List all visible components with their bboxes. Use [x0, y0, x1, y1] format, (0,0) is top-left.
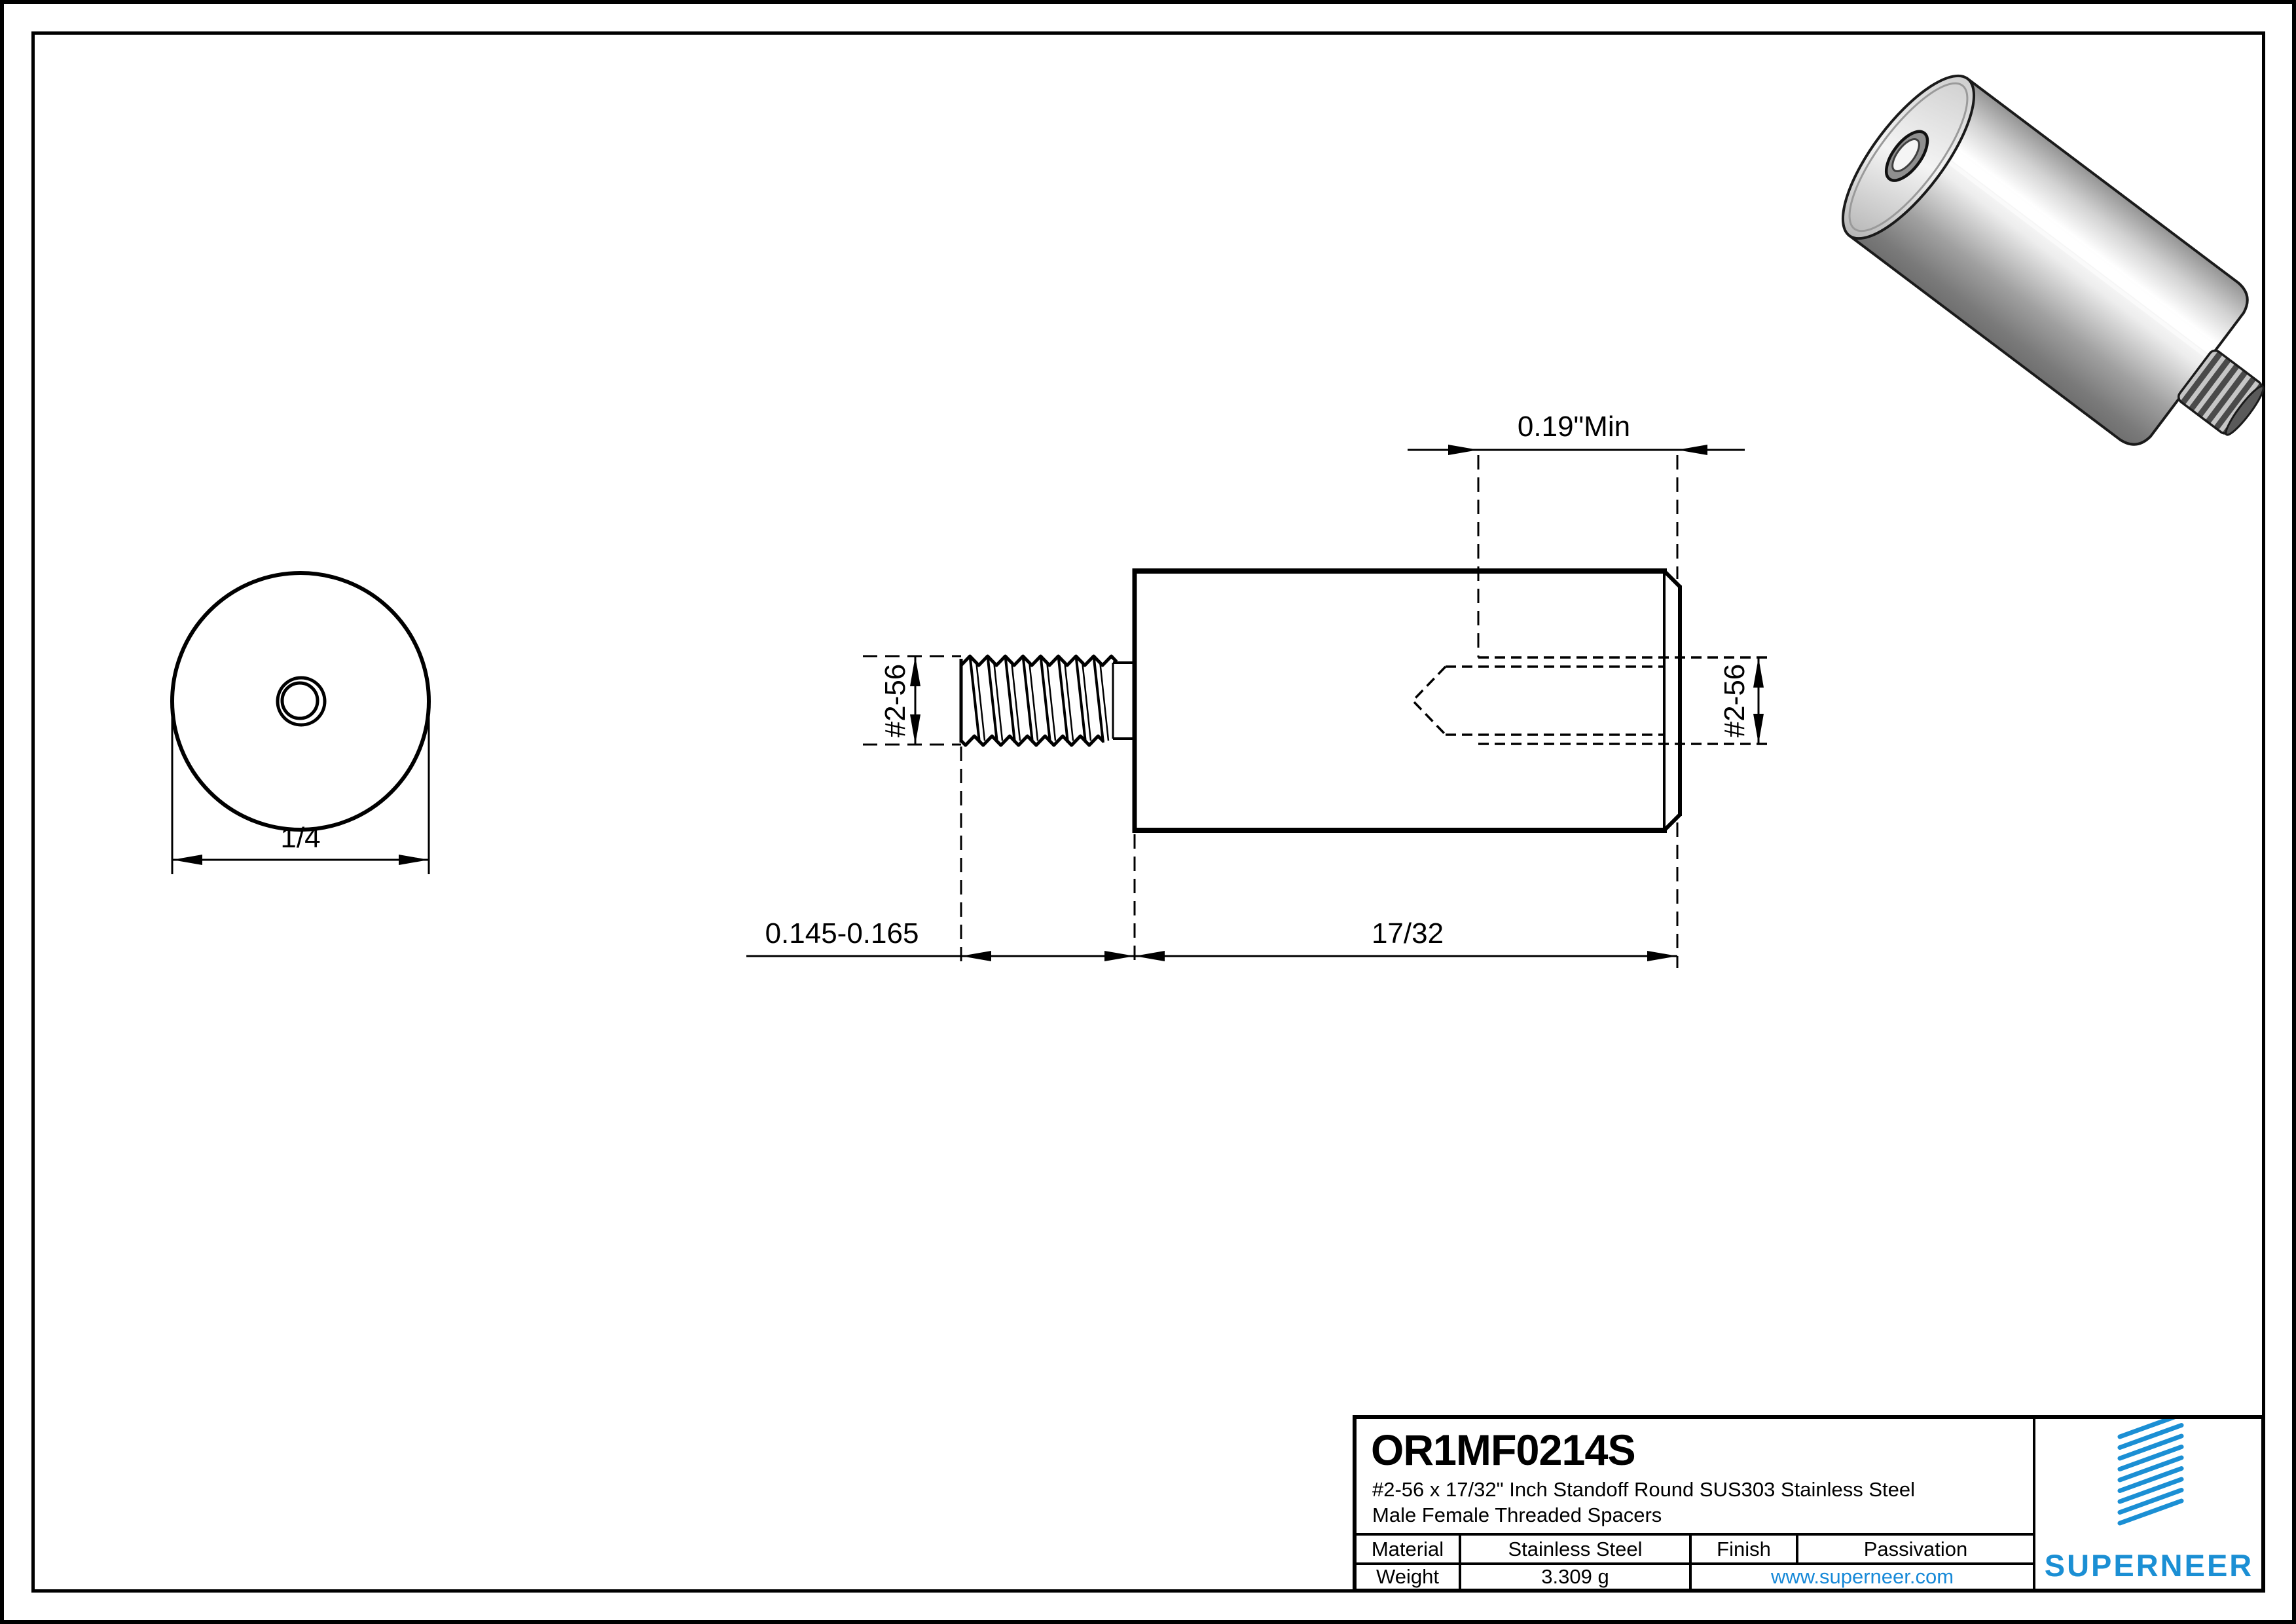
title-block-logo-divider [2033, 1419, 2035, 1589]
material-value: Stainless Steel [1508, 1537, 1643, 1560]
isometric-render [1841, 74, 2265, 446]
material-label: Material [1371, 1537, 1444, 1560]
dim-thread-depth-min: 0.19"Min [1517, 411, 1631, 443]
front-view [170, 571, 431, 874]
weight-label: Weight [1376, 1565, 1439, 1588]
title-block-row-line-1 [1357, 1533, 2033, 1536]
title-block-col-line-2 [1689, 1533, 1692, 1589]
dim-female-thread-spec: #2-56 [1719, 663, 1751, 738]
brand-wordmark: SUPERNEER [2044, 1548, 2254, 1583]
side-view [746, 445, 1768, 968]
title-block-row-line-2 [1357, 1562, 2033, 1565]
title-block-col-line-1 [1459, 1533, 1461, 1589]
dim-male-thread-spec: #2-56 [879, 663, 911, 738]
part-description-line2: Male Female Threaded Spacers [1372, 1504, 1662, 1526]
drawing-frame-border [31, 31, 2265, 1593]
website-link[interactable]: www.superneer.com [1770, 1565, 1954, 1588]
finish-label: Finish [1717, 1537, 1771, 1560]
title-block-col-line-3 [1796, 1533, 1798, 1565]
superneer-logo-icon [2117, 1419, 2184, 1526]
weight-value: 3.309 g [1541, 1565, 1609, 1588]
dim-male-thread-length: 0.145-0.165 [765, 917, 919, 950]
part-description-line1: #2-56 x 17/32" Inch Standoff Round SUS30… [1372, 1478, 1916, 1501]
title-block: OR1MF0214S #2-56 x 17/32" Inch Standoff … [1353, 1415, 2265, 1593]
dim-front-diameter: 1/4 [280, 822, 321, 854]
finish-value: Passivation [1863, 1537, 1968, 1560]
dim-body-length: 17/32 [1371, 917, 1444, 950]
part-number: OR1MF0214S [1371, 1426, 1636, 1474]
